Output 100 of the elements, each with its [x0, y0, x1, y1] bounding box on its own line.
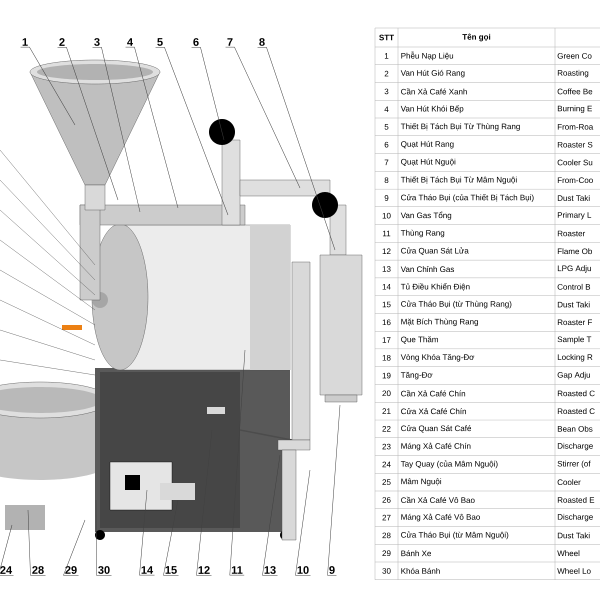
- table-cell: Cooler Su: [558, 159, 592, 166]
- table-cell: Van Gas Tổng: [400, 212, 452, 220]
- leader-line: [28, 510, 46, 576]
- table-cell: 7: [384, 160, 388, 166]
- table-cell: 23: [382, 444, 391, 450]
- table-cell: Roaster: [558, 230, 586, 236]
- leader-line: [327, 404, 340, 576]
- table-cell: Cửa Tháo Bụi (của Thiết Bị Tách Bụi): [401, 194, 534, 202]
- table-cell: Cửa Quan Sát Lửa: [401, 247, 469, 255]
- table-cell: Roasting: [558, 70, 588, 78]
- table-cell: 21: [382, 408, 391, 414]
- callout-number: 8: [258, 36, 266, 48]
- leader-line: [155, 46, 228, 216]
- table-cell: Van Hút Khói Bếp: [400, 105, 464, 114]
- table-header: Tên gọi: [462, 34, 490, 42]
- table-cell: 26: [382, 497, 391, 503]
- table-cell: 19: [382, 372, 391, 378]
- callout-number: 11: [230, 565, 244, 575]
- table-cell: Dust Taki: [558, 302, 590, 308]
- table-cell: Que Thăm: [401, 336, 438, 344]
- table-cell: Quạt Hút Rang: [401, 140, 454, 148]
- callout-number: 9: [328, 564, 336, 576]
- leader-line: [262, 454, 280, 576]
- table-cell: 12: [382, 248, 391, 254]
- table-cell: 17: [382, 337, 391, 343]
- table-cell: 18: [382, 354, 391, 361]
- table-cell: 6: [384, 142, 388, 148]
- table-cell: 13: [382, 266, 391, 272]
- leader-line: [0, 524, 14, 576]
- table-cell: Cần Xả Café Vô Bao: [401, 496, 475, 504]
- table-cell: Cần Xả Café Chín: [401, 390, 466, 396]
- table-cell: 9: [384, 195, 388, 201]
- table-cell: 22: [382, 426, 391, 432]
- leader-line: [191, 47, 224, 140]
- table-cell: 10: [382, 212, 391, 219]
- leader-line: [295, 470, 311, 576]
- leader-line: [92, 47, 140, 212]
- table-cell: 29: [382, 550, 391, 556]
- table-cell: Flame Ob: [558, 248, 592, 254]
- table-cell: Cửa Xả Café Chín: [401, 408, 466, 414]
- callout-number: 29: [64, 564, 78, 576]
- table-cell: Bánh Xe: [401, 550, 432, 556]
- table-cell: Thùng Rang: [400, 230, 444, 238]
- table-cell: Cooler: [558, 479, 581, 486]
- table-cell: Cần Xả Café Xanh: [401, 88, 467, 94]
- callout-number: 5: [156, 36, 164, 48]
- table-cell: Roasted C: [558, 390, 595, 396]
- table-cell: Dust Taki: [558, 532, 590, 538]
- table-cell: Green Co: [558, 53, 592, 59]
- table-cell: Locking R: [558, 354, 592, 362]
- callout-number: 13: [262, 564, 278, 576]
- table-cell: Roasted C: [558, 408, 595, 414]
- table-cell: From-Coo: [558, 177, 593, 184]
- table-cell: Coffee Be: [558, 88, 592, 94]
- table-cell: Phễu Nạp Liệu: [401, 52, 454, 60]
- leader-line: [230, 350, 246, 576]
- table-cell: 28: [382, 532, 391, 538]
- table-cell: Roaster F: [558, 320, 592, 326]
- table-cell: Roaster S: [558, 142, 592, 148]
- table-cell: From-Roa: [558, 124, 594, 130]
- table-cell: 11: [382, 230, 390, 236]
- leader-line: [96, 500, 112, 576]
- table-cell: Gap Adju: [558, 372, 590, 380]
- callout-number: 24: [0, 564, 14, 576]
- table-cell: Cửa Quan Sát Café: [401, 425, 472, 433]
- leader-line: [196, 430, 212, 576]
- table-cell: 30: [382, 568, 391, 574]
- table-cell: Stirrer (of: [558, 460, 591, 468]
- table-cell: 25: [382, 479, 391, 485]
- table-cell: Tủ Điều Khiển Điện: [400, 282, 470, 291]
- table-cell: 3: [384, 88, 388, 94]
- table-cell: 4: [384, 106, 388, 112]
- table-cell: Burning E: [558, 105, 592, 113]
- leader-line: [20, 46, 76, 126]
- table-cell: Sample T: [558, 336, 592, 344]
- leader-line: [163, 500, 179, 576]
- table-cell: Thiết Bị Tách Bụi Từ Thùng Rang: [400, 123, 520, 131]
- callout-number: 14: [140, 565, 154, 575]
- leader-line: [125, 46, 178, 208]
- table-cell: Van Hút Gió Rang: [400, 70, 464, 78]
- table-cell: Máng Xả Café Vô Bao: [401, 514, 480, 522]
- table-cell: Discharge: [558, 442, 593, 450]
- table-cell: 5: [384, 124, 388, 130]
- table-cell: 20: [382, 390, 391, 396]
- callout-number: 28: [30, 564, 46, 576]
- table-cell: Primary L: [558, 212, 592, 220]
- table-cell: 16: [382, 319, 391, 326]
- table-cell: Thiết Bị Tách Bụi Từ Mâm Nguội: [400, 176, 517, 184]
- table-cell: Mặt Bích Thùng Rang: [401, 318, 478, 326]
- callout-number: 3: [92, 36, 102, 48]
- leader-line: [257, 47, 336, 250]
- callout-number: 2: [58, 36, 66, 48]
- table-cell: Cửa Tháo Bụi (từ Thùng Rang): [401, 300, 512, 308]
- leader-line: [63, 520, 86, 576]
- callout-number: 6: [192, 36, 200, 48]
- table-cell: 8: [384, 177, 388, 184]
- callout-number: 7: [226, 37, 234, 47]
- table-cell: 2: [384, 70, 388, 76]
- callout-number: 30: [96, 564, 112, 576]
- table-cell: Wheel Lo: [557, 568, 591, 574]
